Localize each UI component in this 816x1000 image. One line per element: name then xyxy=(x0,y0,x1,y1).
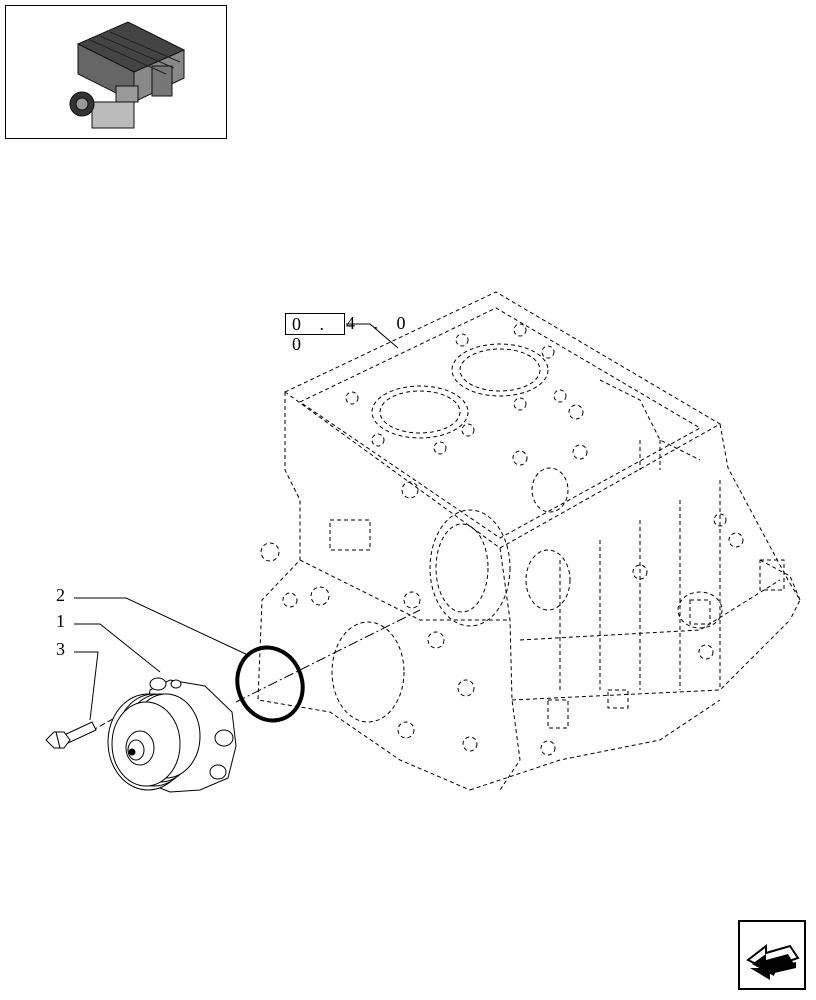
leader-line-1 xyxy=(74,623,161,673)
engine-thumbnail[interactable] xyxy=(5,5,227,139)
bolt-axis xyxy=(83,714,121,736)
leader-line-reference xyxy=(346,323,399,349)
water-pump xyxy=(107,677,237,793)
leader-line-2 xyxy=(74,597,251,657)
callout-number-1: 1 xyxy=(56,611,65,631)
reference-link-box[interactable]: 0 . 0 xyxy=(285,313,345,354)
leader-line-3 xyxy=(74,651,99,721)
back-arrow-icon xyxy=(746,943,800,980)
engine-thumbnail-icon xyxy=(69,21,186,129)
bolt xyxy=(45,721,97,749)
gasket-ring xyxy=(235,645,305,723)
callout-number-3: 3 xyxy=(56,639,65,659)
engine-block xyxy=(257,291,801,791)
assembly-axis xyxy=(235,609,421,703)
callout-number-2: 2 xyxy=(56,585,65,605)
reference-box-text: 0 . 0 xyxy=(292,314,331,354)
reference-tail-text: 4 . 0 xyxy=(346,313,413,333)
leader-lines xyxy=(74,323,399,721)
back-navigation-button[interactable] xyxy=(738,920,806,990)
